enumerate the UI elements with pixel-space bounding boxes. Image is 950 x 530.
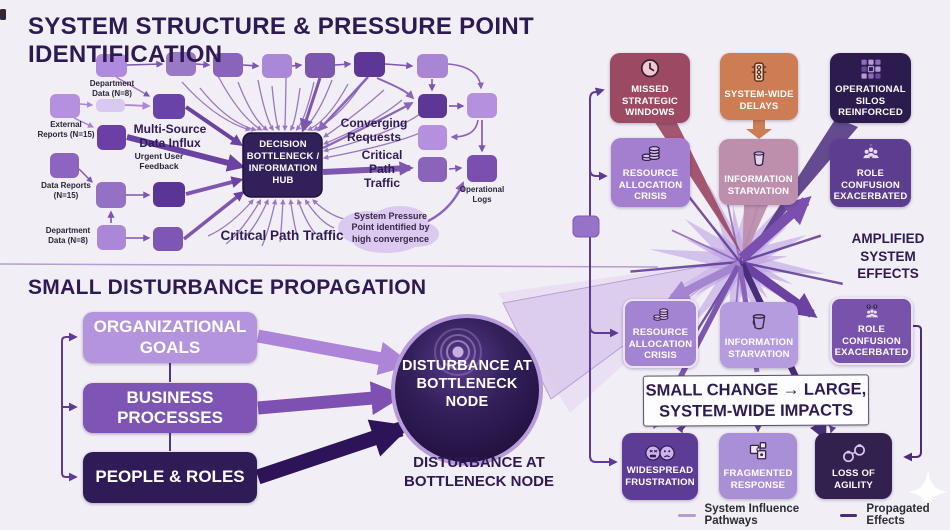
label-critical-path-right: Critical Path Traffic bbox=[361, 148, 403, 190]
source-box-organizational-goals: ORGANIZATIONAL GOALS bbox=[83, 312, 257, 363]
effect-box-widespread-frustration: WIDESPREAD FRUSTRATION bbox=[622, 433, 698, 500]
section-divider bbox=[0, 263, 659, 268]
legend-line-influence bbox=[678, 513, 696, 517]
label-operational-logs: Operational Logs bbox=[459, 185, 505, 204]
legend-line-propagated bbox=[839, 513, 858, 517]
effect-label: RESOURCE ALLOCATION CRISIS bbox=[628, 327, 693, 362]
feed-node bbox=[572, 215, 600, 238]
corner-mark bbox=[0, 9, 6, 20]
legend-label-propagated: Propagated Effects bbox=[866, 503, 930, 527]
traffic-light-icon bbox=[751, 62, 767, 83]
sparkle-decoration bbox=[908, 470, 948, 514]
effect-box-operational-silos: OPERATIONAL SILOS REINFORCED bbox=[830, 53, 911, 123]
team-icon bbox=[862, 144, 879, 159]
effect-label: INFORMATION STARVATION bbox=[724, 336, 794, 360]
bottleneck-node-label: DISTURBANCE AT BOTTLENECK NODE bbox=[401, 358, 533, 411]
decision-hub-node bbox=[242, 132, 323, 198]
effect-box-role-confusion: ROLE CONFUSION EXACERBATED bbox=[830, 139, 911, 207]
role-to-loss-connector bbox=[903, 325, 922, 462]
source-label: BUSINESS PROCESSES bbox=[117, 387, 223, 427]
section2-title: SMALL DISTURBANCE PROPAGATION bbox=[28, 276, 427, 299]
impact-note-text: SMALL CHANGE → LARGE, SYSTEM-WIDE IMPACT… bbox=[645, 380, 867, 421]
effect-box-role-confusion-2: ?? ROLE CONFUSION EXACERBATED bbox=[830, 297, 913, 365]
puzzle-icon bbox=[749, 442, 766, 460]
effect-label: FRAGMENTED RESPONSE bbox=[723, 468, 793, 491]
effect-box-missed-strategic-windows: MISSED STRATEGIC WINDOWS bbox=[610, 53, 690, 123]
source-label: ORGANIZATIONAL GOALS bbox=[93, 317, 247, 357]
label-converging-requests: Converging Requests bbox=[340, 116, 408, 144]
team-question-icon: ?? bbox=[865, 304, 878, 318]
hub-label: DECISION BOTTLENECK / INFORMATION HUB bbox=[246, 139, 320, 186]
label-data-reports: Data Reports (N=15) bbox=[41, 181, 91, 200]
source-box-people-roles: PEOPLE & ROLES bbox=[83, 452, 257, 503]
coins-icon bbox=[641, 146, 660, 162]
effect-box-system-wide-delays: SYSTEM-WIDE DELAYS bbox=[720, 53, 798, 120]
empty-cup-icon bbox=[753, 151, 764, 167]
clock-icon bbox=[640, 59, 660, 78]
svg-text:?: ? bbox=[874, 305, 876, 309]
effect-label: ROLE CONFUSION EXACERBATED bbox=[834, 324, 909, 359]
effect-box-fragmented-response: FRAGMENTED RESPONSE bbox=[719, 433, 797, 499]
effect-label: SYSTEM-WIDE DELAYS bbox=[724, 89, 794, 112]
legend-label-influence: System Influence Pathways bbox=[704, 503, 800, 527]
handcuffs-icon bbox=[842, 444, 865, 463]
svg-text:?: ? bbox=[867, 305, 869, 309]
pressure-cloud-text: System Pressure Point identified by high… bbox=[351, 211, 430, 244]
coins-icon bbox=[652, 308, 668, 321]
network-edges bbox=[73, 60, 486, 242]
label-dept-data-bottom: Department Data (N=8) bbox=[45, 226, 91, 245]
effect-label: LOSS OF AGILITY bbox=[831, 467, 876, 491]
amplified-system-effects-label: AMPLIFIED SYSTEM EFFECTS bbox=[851, 231, 925, 282]
influence-feed-line bbox=[589, 87, 619, 467]
source-bracket bbox=[61, 332, 78, 482]
legend: System Influence Pathways Propagated Eff… bbox=[678, 503, 950, 527]
silos-grid-icon bbox=[860, 59, 881, 79]
label-dept-data-top: Department Data (N=8) bbox=[89, 79, 135, 98]
effect-label: RESOURCE ALLOCATION CRISIS bbox=[618, 168, 683, 203]
source-box-business-processes: BUSINESS PROCESSES bbox=[83, 383, 257, 433]
bottleneck-node-caption: DISTURBANCE AT BOTTLENECK NODE bbox=[404, 454, 554, 490]
effect-label: ROLE CONFUSION EXACERBATED bbox=[833, 168, 908, 203]
effect-box-information-starvation-2: INFORMATION STARVATION bbox=[720, 302, 798, 368]
effect-label: MISSED STRATEGIC WINDOWS bbox=[622, 84, 678, 119]
label-multi-source: Multi-Source Data Influx bbox=[133, 122, 207, 150]
label-external-reports: External Reports (N=15) bbox=[37, 120, 95, 139]
impact-note: SMALL CHANGE → LARGE, SYSTEM-WIDE IMPACT… bbox=[642, 374, 870, 427]
effect-box-resource-allocation-crisis-2: RESOURCE ALLOCATION CRISIS bbox=[623, 299, 698, 368]
network-nodes bbox=[50, 52, 497, 251]
disturbance-arrows bbox=[255, 329, 413, 485]
faces-icon bbox=[645, 445, 675, 462]
effect-box-loss-of-agility: LOSS OF AGILITY bbox=[815, 433, 892, 499]
label-critical-path-bottom: Critical Path Traffic bbox=[220, 228, 344, 243]
bucket-icon bbox=[752, 313, 766, 330]
pressure-cloud bbox=[338, 206, 439, 253]
effect-label: INFORMATION STARVATION bbox=[724, 173, 793, 197]
main-title: SYSTEM STRUCTURE & PRESSURE POINT IDENTI… bbox=[28, 13, 534, 68]
label-urgent-user-feedback: Urgent User Feedback bbox=[134, 151, 184, 172]
effect-box-resource-allocation-crisis: RESOURCE ALLOCATION CRISIS bbox=[611, 138, 690, 207]
effect-label: OPERATIONAL SILOS REINFORCED bbox=[835, 84, 906, 119]
effect-label: WIDESPREAD FRUSTRATION bbox=[625, 465, 695, 488]
effect-box-information-starvation: INFORMATION STARVATION bbox=[719, 139, 798, 205]
delay-arrow bbox=[746, 120, 772, 139]
bottleneck-circle bbox=[391, 314, 543, 466]
source-label: PEOPLE & ROLES bbox=[95, 467, 245, 487]
